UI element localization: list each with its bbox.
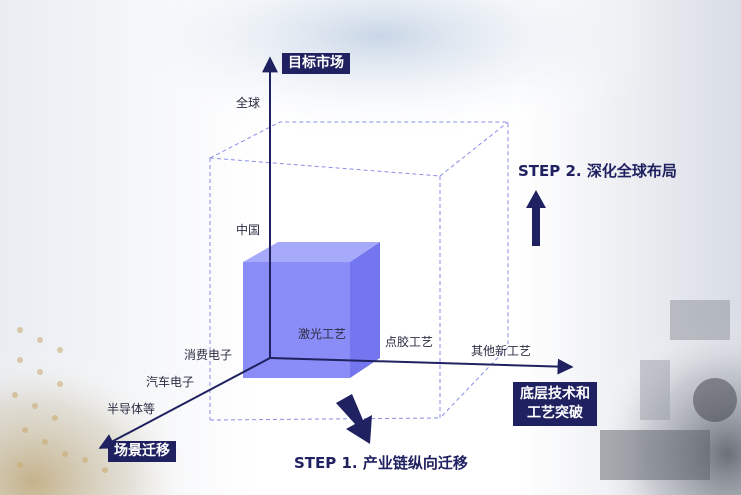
axis-title-scene-migration: 场景迁移 bbox=[108, 441, 176, 462]
depth-axis bbox=[98, 357, 271, 449]
tick-semiconductor-etc: 半导体等 bbox=[107, 402, 156, 416]
laser-process-cube bbox=[243, 242, 380, 378]
step1-arrow-icon bbox=[336, 394, 372, 444]
tick-consumer-electronics: 消费电子 bbox=[184, 348, 233, 362]
tick-china: 中国 bbox=[236, 223, 261, 237]
axis-title-target-market: 目标市场 bbox=[282, 53, 350, 74]
tick-dispensing-process: 点胶工艺 bbox=[385, 335, 434, 349]
dashed-boundary-box bbox=[209, 121, 509, 421]
step1-title: STEP 1. 产业链纵向迁移 bbox=[294, 454, 468, 472]
tick-global: 全球 bbox=[236, 96, 261, 110]
cube-top-face bbox=[243, 242, 380, 262]
axis-title-technology-breakthrough: 底层技术和 工艺突破 bbox=[513, 382, 597, 426]
horizontal-axis bbox=[269, 357, 574, 375]
step2-arrow-icon bbox=[526, 190, 546, 246]
step2-title: STEP 2. 深化全球布局 bbox=[518, 162, 677, 180]
cube-label-laser-process: 激光工艺 bbox=[298, 327, 347, 341]
cube-side-face bbox=[350, 242, 380, 378]
tick-other-new-process: 其他新工艺 bbox=[471, 344, 532, 358]
tick-automotive-electronics: 汽车电子 bbox=[146, 375, 195, 389]
